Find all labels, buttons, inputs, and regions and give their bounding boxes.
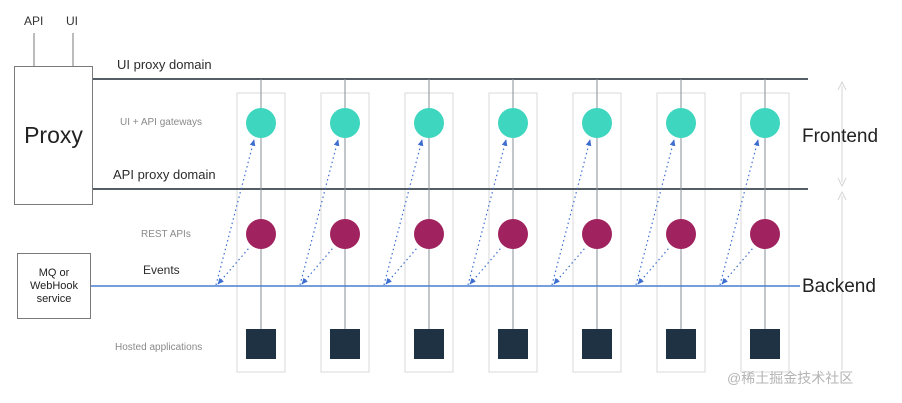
event-arrow-to-gateway (551, 139, 592, 286)
watermark: @稀土掘金技术社区 (727, 370, 854, 386)
gateway-node (750, 108, 780, 138)
event-arrow-to-gateway (299, 139, 340, 286)
gateway-node (246, 108, 276, 138)
hosted-application-node (750, 329, 780, 359)
api-proxy-domain-label: API proxy domain (113, 167, 216, 182)
event-arrow-from-api (553, 247, 586, 285)
backend-label: Backend (802, 276, 876, 297)
gateway-node (666, 108, 696, 138)
gateway-node (330, 108, 360, 138)
event-arrow-from-api (217, 247, 250, 285)
event-arrow-to-gateway (635, 139, 676, 286)
event-arrow-from-api (301, 247, 334, 285)
frontend-label: Frontend (802, 126, 879, 147)
gateway-node (498, 108, 528, 138)
rest-api-node (582, 219, 612, 249)
event-arrows (215, 139, 760, 286)
event-arrow-from-api (637, 247, 670, 285)
ui-label: UI (66, 14, 78, 28)
api-label: API (24, 14, 44, 28)
rest-apis-label: REST APIs (141, 229, 191, 240)
rest-api-node (666, 219, 696, 249)
hosted-applications-label: Hosted applications (115, 342, 203, 353)
events-label: Events (143, 263, 180, 277)
hosted-application-node (246, 329, 276, 359)
service-nodes (246, 108, 780, 359)
hosted-application-node (582, 329, 612, 359)
event-arrow-from-api (469, 247, 502, 285)
event-arrow-to-gateway (215, 139, 256, 286)
mq-webhook-service-box: MQ or WebHook service (17, 253, 91, 319)
gateway-node (414, 108, 444, 138)
rest-api-node (498, 219, 528, 249)
rest-api-node (750, 219, 780, 249)
hosted-application-node (414, 329, 444, 359)
rest-api-node (414, 219, 444, 249)
event-arrow-to-gateway (719, 139, 760, 286)
ui-api-gateways-label: UI + API gateways (120, 117, 202, 128)
mq-service-label: MQ or WebHook service (29, 266, 79, 305)
event-arrow-to-gateway (383, 139, 424, 286)
rest-api-node (330, 219, 360, 249)
rest-api-node (246, 219, 276, 249)
proxy-label: Proxy (24, 122, 83, 148)
proxy-box: Proxy (14, 66, 93, 205)
hosted-application-node (498, 329, 528, 359)
event-arrow-to-gateway (467, 139, 508, 286)
event-arrow-from-api (721, 247, 754, 285)
hosted-application-node (666, 329, 696, 359)
gateway-node (582, 108, 612, 138)
hosted-application-node (330, 329, 360, 359)
event-arrow-from-api (385, 247, 418, 285)
ui-proxy-domain-label: UI proxy domain (117, 57, 212, 72)
scale-arrows (837, 80, 847, 370)
